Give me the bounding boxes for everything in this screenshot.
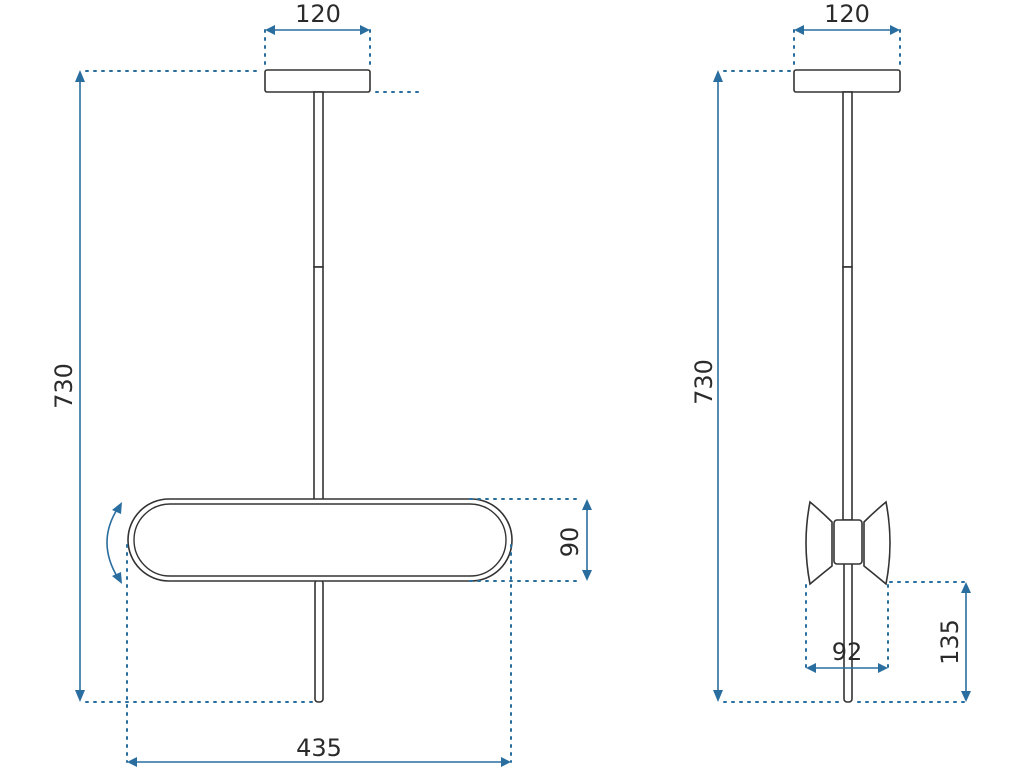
side-rod-bottom — [843, 561, 853, 703]
front-canopy — [264, 69, 371, 93]
rotate-arrow-icon — [106, 502, 122, 584]
side-height-label: 730 — [690, 359, 718, 405]
front-shade-width-label: 435 — [296, 734, 342, 762]
front-rod-upper — [313, 91, 324, 268]
side-width-label: 120 — [824, 0, 870, 28]
front-shade-height-label: 90 — [556, 527, 584, 558]
side-view: 120 730 92 135 — [690, 0, 971, 703]
front-shade-outer — [127, 498, 513, 582]
side-shade-left — [805, 500, 833, 586]
front-view: 120 730 90 435 — [50, 0, 592, 767]
front-width-label: 120 — [295, 0, 341, 28]
side-shade-right — [863, 500, 891, 586]
side-canopy — [793, 69, 901, 93]
side-shade-mount — [833, 519, 863, 565]
front-rod-bottom — [314, 579, 324, 703]
side-depth-label: 92 — [832, 638, 863, 666]
side-rod-lower — [842, 266, 853, 521]
side-rod-upper — [842, 91, 853, 268]
front-rod-lower — [313, 266, 324, 506]
side-drop-label: 135 — [936, 619, 964, 665]
front-shade-inner — [133, 503, 507, 577]
front-height-label: 730 — [50, 363, 78, 409]
